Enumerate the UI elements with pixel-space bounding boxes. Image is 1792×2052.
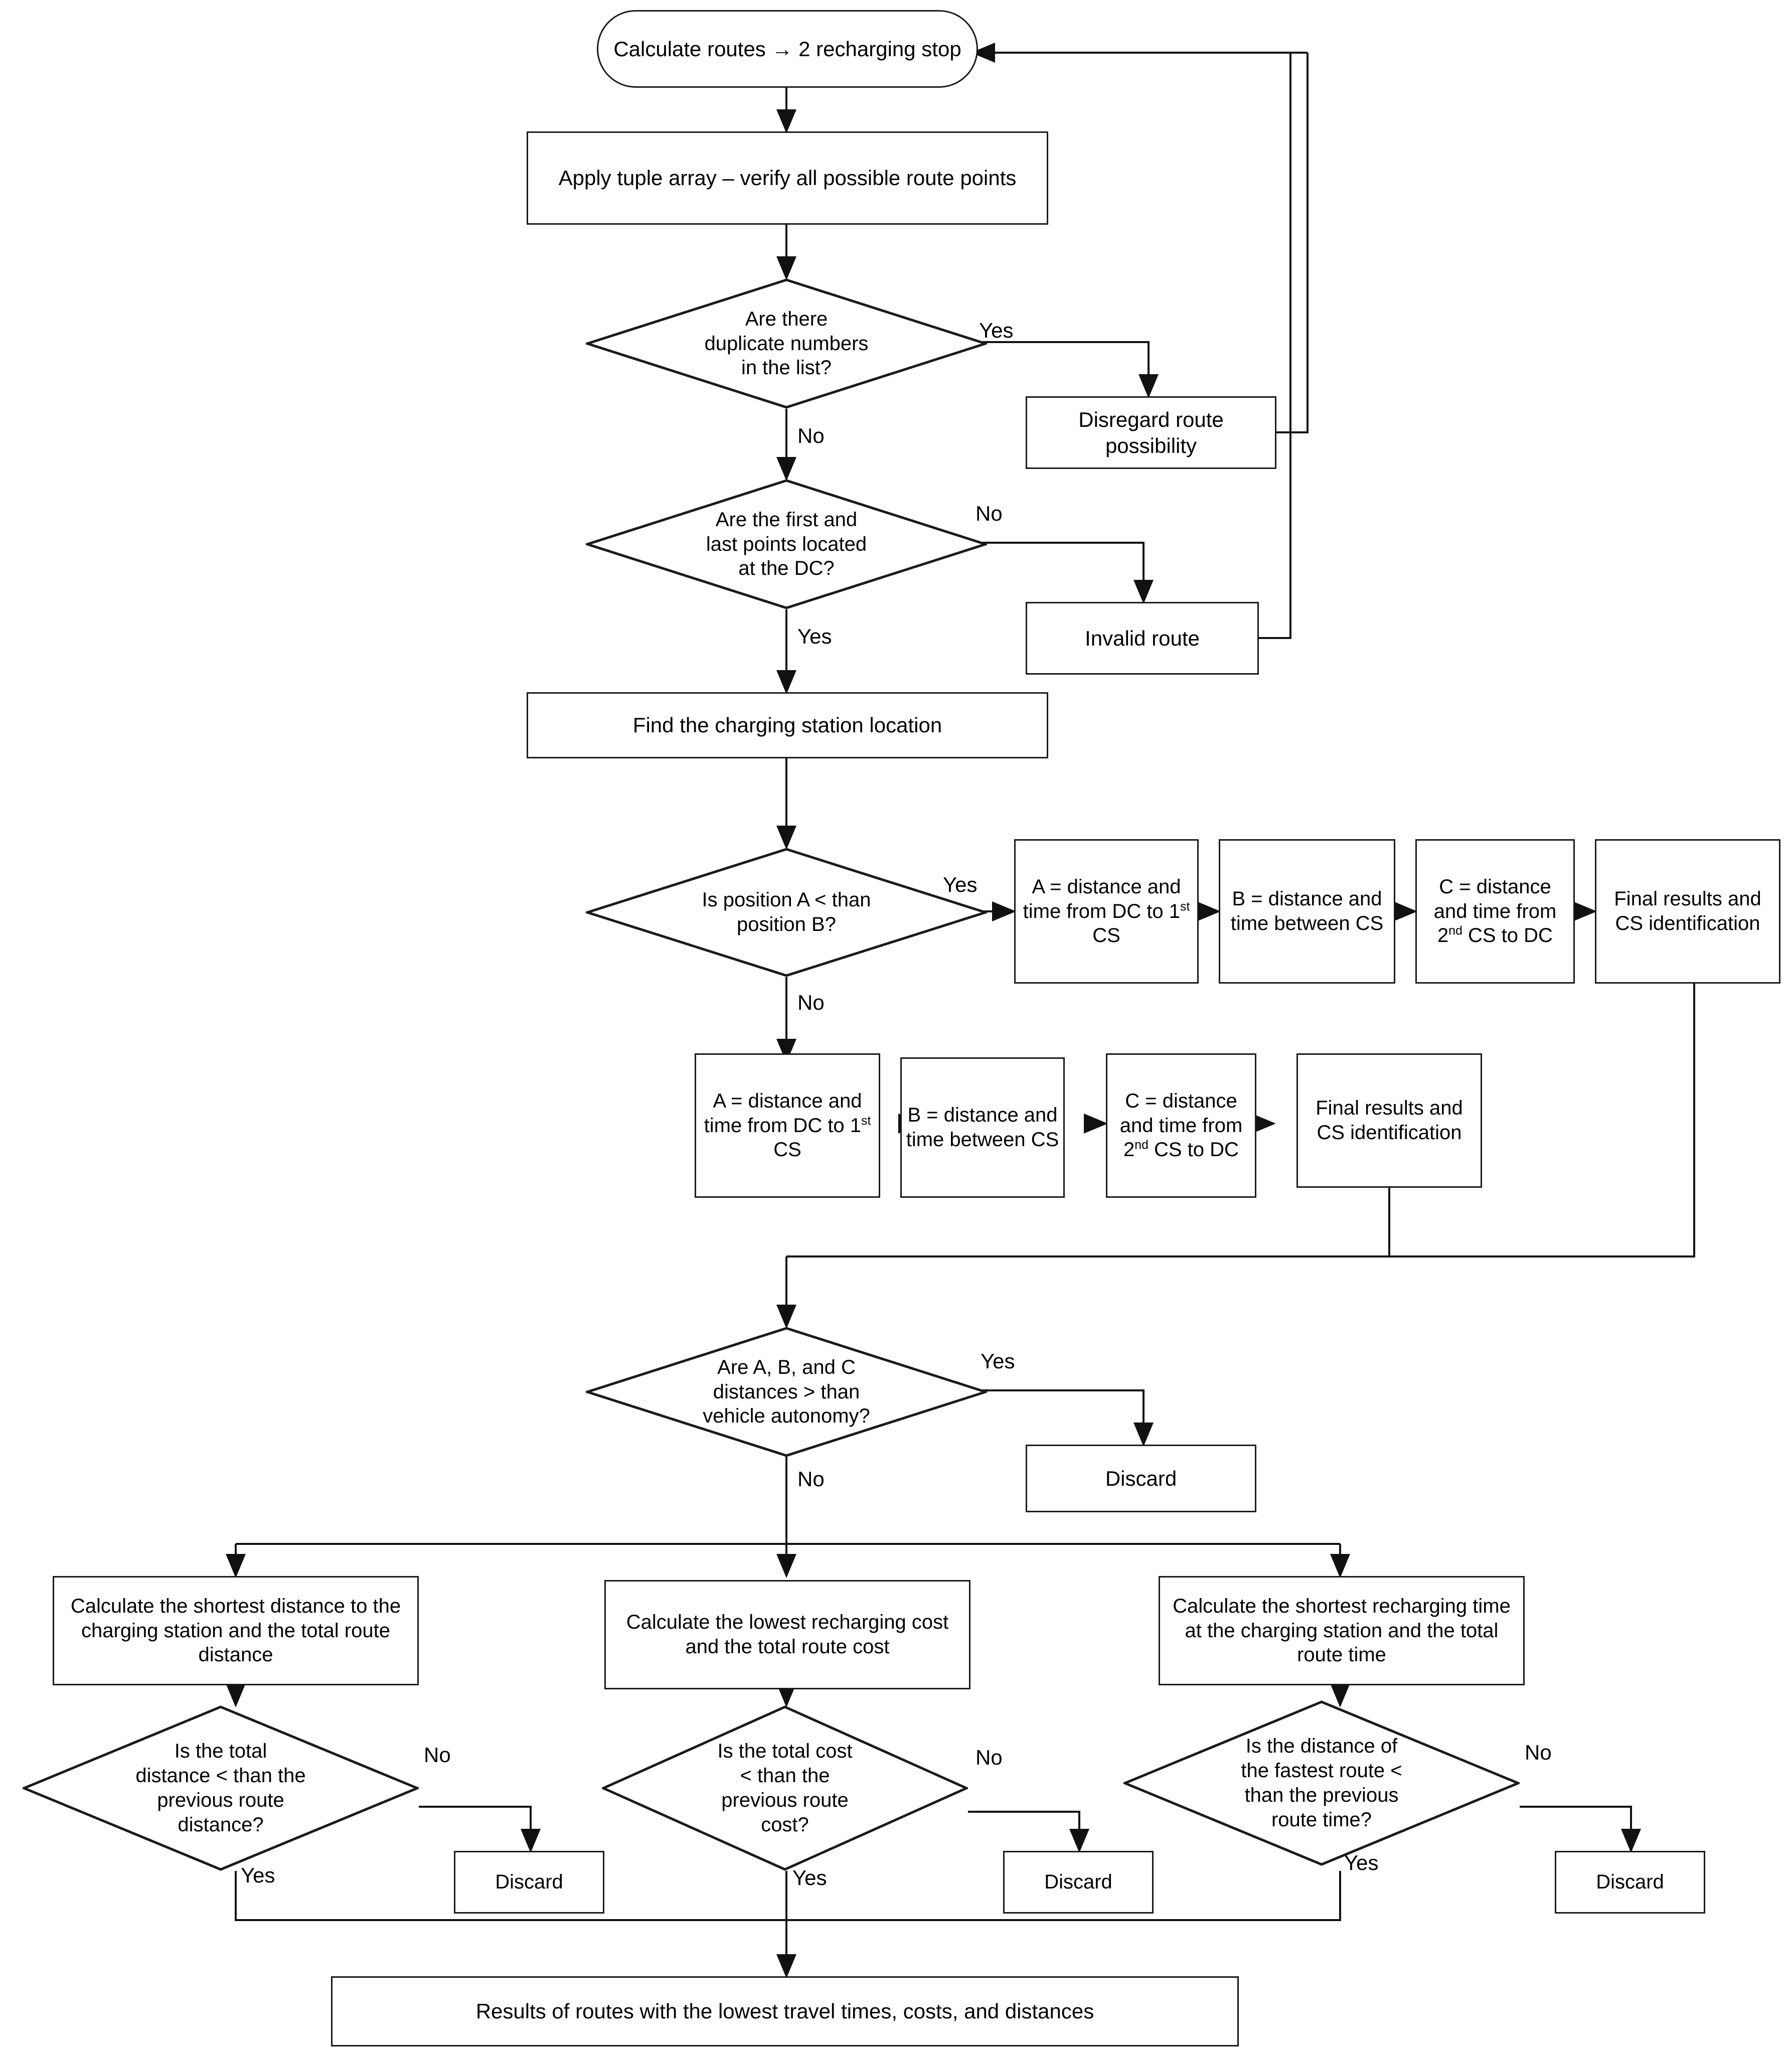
edge-label-dc-no: No bbox=[975, 502, 1003, 525]
calc-cost-node[interactable]: Calculate the lowest recharging cost and… bbox=[604, 1580, 970, 1689]
diamond-shape bbox=[586, 1327, 987, 1457]
yes-chain-b-label: B = distance and time between CS bbox=[1230, 888, 1384, 934]
position-compare-label: Is position A < than position B? bbox=[702, 889, 871, 935]
diamond-shape bbox=[23, 1705, 419, 1871]
edge-label-dup-yes: Yes bbox=[979, 319, 1014, 342]
edge-label-dist-yes: Yes bbox=[241, 1863, 275, 1887]
edge-label-dc-yes: Yes bbox=[797, 624, 832, 648]
find-charging-station-node[interactable]: Find the charging station location bbox=[527, 692, 1048, 758]
calc-cost-label: Calculate the lowest recharging cost and… bbox=[626, 1611, 949, 1658]
diamond-shape bbox=[1123, 1700, 1520, 1866]
dc-endpoints-decision[interactable]: Are the first and last points located at… bbox=[586, 479, 987, 609]
cost-compare-label: Is the total cost < than the previous ro… bbox=[717, 1740, 853, 1836]
start-label: Calculate routes → 2 recharging stop bbox=[613, 37, 961, 61]
no-chain-a-node[interactable]: A = distance and time from DC to 1st CS bbox=[695, 1053, 880, 1198]
edge-label-cost-yes: Yes bbox=[792, 1866, 827, 1889]
time-compare-decision[interactable]: Is the distance of the fastest route < t… bbox=[1123, 1700, 1520, 1866]
discard-cost-label: Discard bbox=[1044, 1871, 1112, 1893]
no-chain-b-node[interactable]: B = distance and time between CS bbox=[900, 1057, 1065, 1198]
yes-chain-b-node[interactable]: B = distance and time between CS bbox=[1219, 839, 1395, 984]
position-compare-decision[interactable]: Is position A < than position B? bbox=[586, 848, 987, 977]
yes-chain-c-node[interactable]: C = distance and time from 2nd CS to DC bbox=[1415, 839, 1575, 984]
duplicate-check-decision[interactable]: Are there duplicate numbers in the list? bbox=[586, 278, 987, 409]
autonomy-check-decision[interactable]: Are A, B, and C distances > than vehicle… bbox=[586, 1327, 987, 1457]
autonomy-check-label: Are A, B, and C distances > than vehicle… bbox=[703, 1356, 870, 1428]
no-chain-final-label: Final results and CS identification bbox=[1316, 1097, 1463, 1144]
no-chain-a-label: A = distance and time from DC to 1st CS bbox=[704, 1089, 871, 1161]
no-chain-c-node[interactable]: C = distance and time from 2nd CS to DC bbox=[1106, 1053, 1256, 1198]
calc-distance-node[interactable]: Calculate the shortest distance to the c… bbox=[53, 1576, 419, 1685]
invalid-route-node[interactable]: Invalid route bbox=[1026, 602, 1259, 675]
edge-label-cost-no: No bbox=[975, 1746, 1003, 1769]
invalid-route-label: Invalid route bbox=[1085, 626, 1200, 650]
no-chain-final-node[interactable]: Final results and CS identification bbox=[1296, 1053, 1482, 1188]
diamond-shape bbox=[586, 278, 987, 409]
edge-label-pos-yes: Yes bbox=[943, 873, 978, 896]
find-charging-station-label: Find the charging station location bbox=[632, 713, 942, 737]
discard-distance-node[interactable]: Discard bbox=[454, 1851, 604, 1914]
distance-compare-decision[interactable]: Is the total distance < than the previou… bbox=[23, 1705, 419, 1871]
discard-autonomy-label: Discard bbox=[1105, 1466, 1177, 1490]
discard-time-label: Discard bbox=[1596, 1871, 1664, 1893]
edge-label-autonomy-yes: Yes bbox=[981, 1349, 1015, 1373]
diamond-shape bbox=[602, 1705, 968, 1871]
edge-label-autonomy-no: No bbox=[797, 1467, 825, 1491]
no-chain-c-label: C = distance and time from 2nd CS to DC bbox=[1119, 1089, 1243, 1161]
dc-endpoints-label: Are the first and last points located at… bbox=[706, 508, 867, 580]
discard-cost-node[interactable]: Discard bbox=[1003, 1851, 1154, 1914]
time-compare-label: Is the distance of the fastest route < t… bbox=[1241, 1735, 1402, 1831]
discard-autonomy-node[interactable]: Discard bbox=[1026, 1445, 1256, 1512]
yes-chain-a-label: A = distance and time from DC to 1st CS bbox=[1023, 875, 1190, 947]
yes-chain-final-label: Final results and CS identification bbox=[1614, 888, 1761, 934]
edge-label-time-no: No bbox=[1525, 1741, 1552, 1764]
results-label: Results of routes with the lowest travel… bbox=[475, 1999, 1094, 2023]
calc-time-label: Calculate the shortest recharging time a… bbox=[1173, 1595, 1511, 1666]
edge-label-time-yes: Yes bbox=[1344, 1851, 1379, 1874]
results-node[interactable]: Results of routes with the lowest travel… bbox=[331, 1976, 1239, 2046]
edge-label-dup-no: No bbox=[797, 424, 825, 447]
disregard-route-node[interactable]: Disregard route possibility bbox=[1026, 396, 1276, 469]
diamond-shape bbox=[586, 848, 987, 977]
edge-label-pos-no: No bbox=[797, 991, 825, 1014]
yes-chain-c-label: C = distance and time from 2nd CS to DC bbox=[1433, 875, 1557, 947]
yes-chain-a-node[interactable]: A = distance and time from DC to 1st CS bbox=[1014, 839, 1199, 984]
calc-distance-label: Calculate the shortest distance to the c… bbox=[70, 1595, 401, 1666]
cost-compare-decision[interactable]: Is the total cost < than the previous ro… bbox=[602, 1705, 968, 1871]
start-node[interactable]: Calculate routes → 2 recharging stop bbox=[597, 10, 978, 88]
duplicate-check-label: Are there duplicate numbers in the list? bbox=[704, 307, 869, 379]
diamond-shape bbox=[586, 479, 987, 609]
no-chain-b-label: B = distance and time between CS bbox=[906, 1104, 1059, 1151]
discard-distance-label: Discard bbox=[495, 1871, 563, 1893]
disregard-route-label: Disregard route possibility bbox=[1078, 408, 1224, 457]
calc-time-node[interactable]: Calculate the shortest recharging time a… bbox=[1159, 1576, 1525, 1685]
apply-tuple-label: Apply tuple array – verify all possible … bbox=[558, 166, 1017, 190]
edge-label-dist-no: No bbox=[424, 1743, 451, 1767]
yes-chain-final-node[interactable]: Final results and CS identification bbox=[1595, 839, 1780, 984]
distance-compare-label: Is the total distance < than the previou… bbox=[135, 1740, 306, 1836]
discard-time-node[interactable]: Discard bbox=[1555, 1851, 1705, 1914]
apply-tuple-node[interactable]: Apply tuple array – verify all possible … bbox=[527, 131, 1048, 225]
